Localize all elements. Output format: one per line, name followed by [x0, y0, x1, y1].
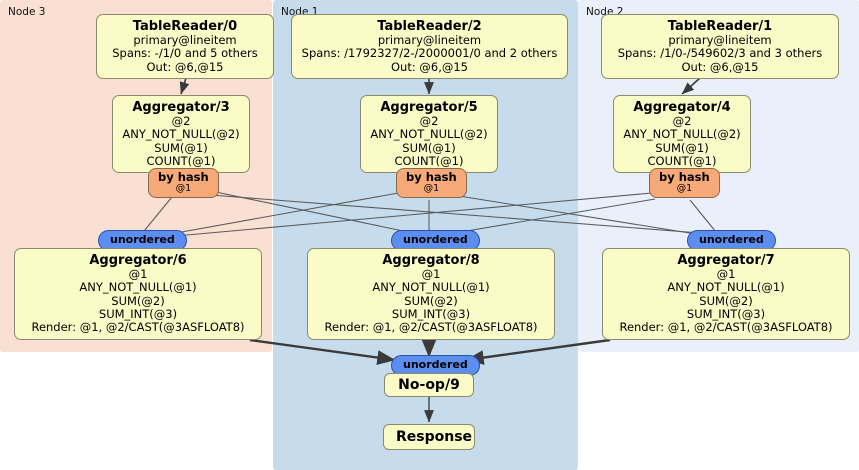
processor-aggregator-7[interactable]: Aggregator/7 @1 ANY_NOT_NULL(@1) SUM(@2)… [602, 248, 850, 340]
router-hash-column: @1 [676, 182, 693, 194]
processor-agg-fn-3: COUNT(@1) [146, 154, 216, 169]
processor-agg-fn-1: ANY_NOT_NULL(@1) [79, 280, 197, 295]
processor-agg-fn-3: COUNT(@1) [647, 154, 717, 169]
processor-aggregator-6[interactable]: Aggregator/6 @1 ANY_NOT_NULL(@1) SUM(@2)… [14, 248, 262, 340]
processor-title: TableReader/1 [667, 19, 773, 34]
processor-title: Aggregator/4 [633, 100, 731, 115]
node-response[interactable]: Response [383, 424, 475, 450]
processor-detail-table: primary@lineitem [377, 33, 482, 48]
processor-render: Render: @1, @2/CAST(@3ASFLOAT8) [31, 320, 245, 335]
router-label: by hash [659, 170, 710, 184]
router-by-hash-mid[interactable]: by hash @1 [396, 168, 467, 199]
synchronizer-label: unordered [110, 233, 175, 246]
processor-agg-fn-3: SUM_INT(@3) [98, 307, 178, 322]
processor-title: Aggregator/6 [89, 253, 187, 268]
processor-agg-fn-1: ANY_NOT_NULL(@1) [372, 280, 490, 295]
processor-title: TableReader/0 [132, 19, 238, 34]
processor-groupcols: @2 [419, 114, 439, 129]
router-label: by hash [158, 170, 209, 184]
processor-agg-fn-2: SUM(@1) [154, 140, 208, 155]
processor-agg-fn-1: ANY_NOT_NULL(@2) [623, 127, 741, 142]
processor-agg-fn-2: SUM(@2) [699, 293, 753, 308]
synchronizer-unordered-mid[interactable]: unordered [391, 230, 480, 251]
processor-groupcols: @1 [128, 267, 148, 282]
processor-tablereader-1[interactable]: TableReader/1 primary@lineitem Spans: /1… [601, 14, 839, 80]
edge-hashR-unR [689, 199, 717, 233]
edge-hashM-unL [175, 191, 405, 234]
synchronizer-label: unordered [699, 233, 764, 246]
processor-agg-fn-3: SUM_INT(@3) [686, 307, 766, 322]
processor-detail-out: Out: @6,@15 [146, 59, 224, 74]
edge-hashM-unR [458, 195, 703, 236]
synchronizer-unordered-left[interactable]: unordered [98, 230, 187, 251]
processor-render: Render: @1, @2/CAST(@3ASFLOAT8) [324, 320, 538, 335]
processor-tablereader-0[interactable]: TableReader/0 primary@lineitem Spans: -/… [96, 14, 274, 80]
edge-hashL-unR [210, 194, 701, 234]
processor-tablereader-2[interactable]: TableReader/2 primary@lineitem Spans: /1… [291, 14, 568, 80]
processor-detail-out: Out: @6,@15 [681, 59, 759, 74]
processor-title: Aggregator/5 [380, 100, 478, 115]
cluster-label-node-3: Node 3 [8, 6, 46, 18]
edge-hashR-unM [454, 198, 656, 234]
synchronizer-unordered-right[interactable]: unordered [687, 230, 776, 251]
processor-title: No-op/9 [398, 377, 460, 393]
processor-detail-table: primary@lineitem [668, 33, 772, 48]
processor-agg-fn-2: SUM(@1) [402, 140, 456, 155]
edge-tr0-agg3 [179, 77, 190, 95]
processor-title: Aggregator/3 [132, 100, 230, 115]
router-by-hash-right[interactable]: by hash @1 [649, 168, 720, 199]
processor-agg-fn-3: COUNT(@1) [394, 154, 464, 169]
processor-groupcols: @1 [716, 267, 736, 282]
processor-agg-fn-2: SUM(@1) [655, 140, 709, 155]
synchronizer-label: unordered [403, 233, 468, 246]
processor-title: Aggregator/8 [382, 253, 480, 268]
processor-aggregator-3[interactable]: Aggregator/3 @2 ANY_NOT_NULL(@2) SUM(@1)… [112, 95, 250, 174]
processor-agg-fn-2: SUM(@2) [111, 293, 165, 308]
processor-detail-spans: Spans: /1/0-/549602/3 and 3 others [617, 46, 823, 61]
processor-detail-out: Out: @6,@15 [391, 59, 468, 74]
processor-aggregator-8[interactable]: Aggregator/8 @1 ANY_NOT_NULL(@1) SUM(@2)… [307, 248, 555, 340]
edge-hashR-unL [175, 192, 653, 237]
processor-aggregator-4[interactable]: Aggregator/4 @2 ANY_NOT_NULL(@2) SUM(@1)… [613, 95, 751, 174]
processor-detail-spans: Spans: -/1/0 and 5 others [112, 46, 258, 61]
processor-agg-fn-1: ANY_NOT_NULL(@1) [667, 280, 785, 295]
router-hash-column: @1 [423, 182, 440, 194]
processor-aggregator-5[interactable]: Aggregator/5 @2 ANY_NOT_NULL(@2) SUM(@1)… [360, 95, 498, 174]
edge-agg7-unfinal [465, 338, 611, 365]
edge-agg6-unfinal [249, 338, 396, 365]
processor-agg-fn-1: ANY_NOT_NULL(@2) [122, 127, 240, 142]
processor-agg-fn-2: SUM(@2) [404, 293, 458, 308]
router-label: by hash [406, 170, 457, 184]
synchronizer-label: unordered [403, 358, 468, 371]
edge-hashL-unL [143, 196, 173, 232]
router-by-hash-left[interactable]: by hash @1 [148, 168, 219, 199]
processor-groupcols: @1 [421, 267, 441, 282]
processor-detail-table: primary@lineitem [133, 33, 237, 48]
response-label: Response [396, 429, 473, 445]
processor-render: Render: @1, @2/CAST(@3ASFLOAT8) [619, 320, 833, 335]
processor-title: Aggregator/7 [677, 253, 775, 268]
edge-tr1-agg4 [681, 77, 701, 95]
router-hash-column: @1 [175, 182, 192, 194]
processor-agg-fn-1: ANY_NOT_NULL(@2) [370, 127, 488, 142]
processor-groupcols: @2 [672, 114, 692, 129]
processor-groupcols: @2 [171, 114, 191, 129]
processor-detail-spans: Spans: /1792327/2-/2000001/0 and 2 other… [301, 46, 558, 61]
processor-agg-fn-3: SUM_INT(@3) [391, 307, 471, 322]
processor-no-op-9[interactable]: No-op/9 [384, 373, 474, 397]
processor-title: TableReader/2 [377, 19, 482, 34]
